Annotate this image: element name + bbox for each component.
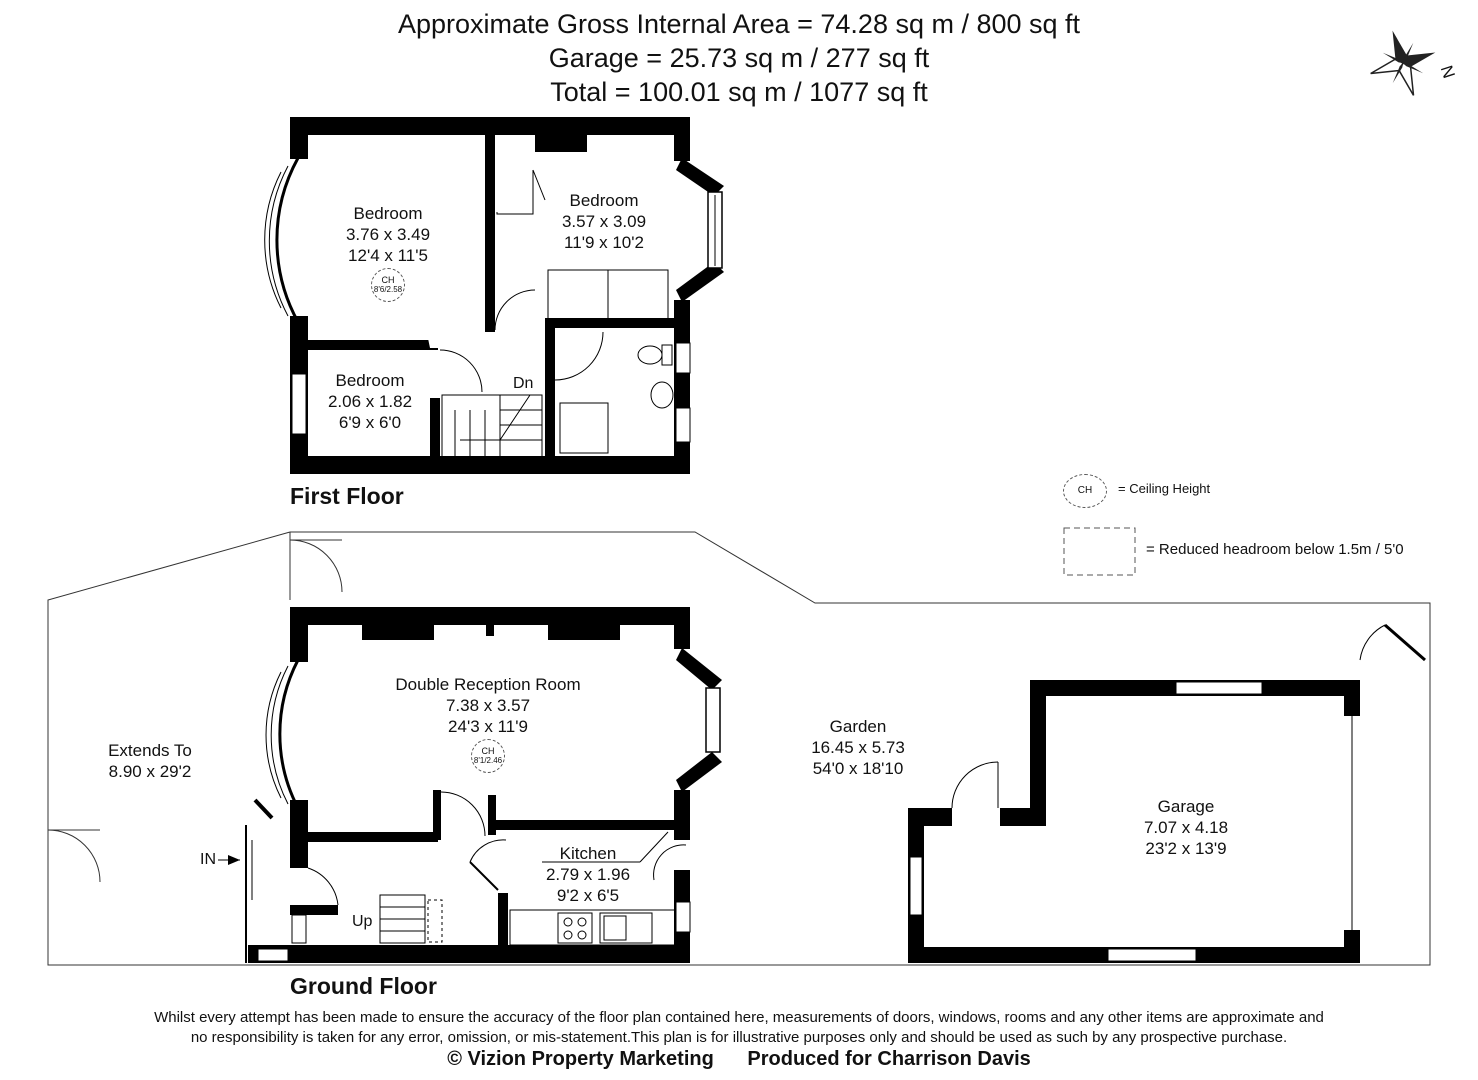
room-metric: 7.38 x 3.57 [445,696,531,715]
double-reception-room: Double Reception Room 7.38 x 3.57 24'3 x… [368,674,608,737]
room-imperial: 12'4 x 11'5 [348,246,428,265]
area-line-gross: Approximate Gross Internal Area = 74.28 … [397,9,1081,39]
room-metric: 8.90 x 29'2 [108,762,192,781]
room-imperial: 6'9 x 6'0 [338,413,402,432]
legend-ch-symbol: CH [1063,474,1107,508]
copyright-text: © Vizion Property Marketing [447,1048,714,1070]
room-metric: 2.06 x 1.82 [327,392,413,411]
first-floor-bedroom-2: Bedroom 3.57 x 3.09 11'9 x 10'2 [544,190,664,253]
room-name: Double Reception Room [395,675,581,694]
room-name: Bedroom [353,204,423,223]
room-name: Extends To [108,741,192,760]
disclaimer-line-2: no responsibility is taken for any error… [190,1029,1288,1046]
room-name: Garage [1157,797,1215,816]
ground-floor-label: Ground Floor [290,973,437,999]
room-metric: 3.57 x 3.09 [561,212,647,231]
room-metric: 16.45 x 5.73 [811,738,905,757]
ceiling-height-badge: CH 8'6/2.58 [371,268,405,302]
reduced-headroom-symbol [1063,527,1136,576]
compass-icon [1370,30,1436,96]
produced-for-text: Produced for Charrison Davis [747,1048,1031,1070]
area-line-total: Total = 100.01 sq m / 1077 sq ft [550,77,928,107]
first-floor-bedroom-1: Bedroom 3.76 x 3.49 12'4 x 11'5 [328,203,448,266]
garden: Garden 16.45 x 5.73 54'0 x 18'10 [798,716,918,779]
stairs-down-label: Dn [513,375,534,392]
first-floor-bedroom-3: Bedroom 2.06 x 1.82 6'9 x 6'0 [310,370,430,433]
ceiling-height-badge: CH 8'1/2.46 [471,739,505,773]
room-imperial: 9'2 x 6'5 [556,886,620,905]
garage-plan [908,623,1426,963]
stairs-up-label: Up [352,913,373,930]
legend-headroom-text: = Reduced headroom below 1.5m / 5'0 [1146,541,1404,558]
room-imperial: 54'0 x 18'10 [812,759,904,778]
first-floor-label: First Floor [290,483,404,509]
room-name: Garden [829,717,887,736]
entrance-label: IN [200,851,216,868]
area-line-garage: Garage = 25.73 sq m / 277 sq ft [548,43,930,73]
room-metric: 2.79 x 1.96 [545,865,631,884]
garage: Garage 7.07 x 4.18 23'2 x 13'9 [1126,796,1246,859]
room-metric: 3.76 x 3.49 [345,225,431,244]
garden-extends-to: Extends To 8.90 x 29'2 [90,740,210,782]
room-imperial: 11'9 x 10'2 [564,233,644,252]
credit-line: © Vizion Property Marketing Produced for… [0,1048,1478,1071]
room-name: Kitchen [559,844,617,863]
room-name: Bedroom [569,191,639,210]
room-name: Bedroom [335,371,405,390]
disclaimer-line-1: Whilst every attempt has been made to en… [154,1009,1324,1026]
ground-floor-plan [47,531,1431,966]
room-imperial: 23'2 x 13'9 [1145,839,1227,858]
kitchen: Kitchen 2.79 x 1.96 9'2 x 6'5 [528,843,648,906]
legend-ch-text: = Ceiling Height [1118,481,1211,496]
room-metric: 7.07 x 4.18 [1143,818,1229,837]
room-imperial: 24'3 x 11'9 [448,717,528,736]
first-floor-plan [264,117,724,474]
